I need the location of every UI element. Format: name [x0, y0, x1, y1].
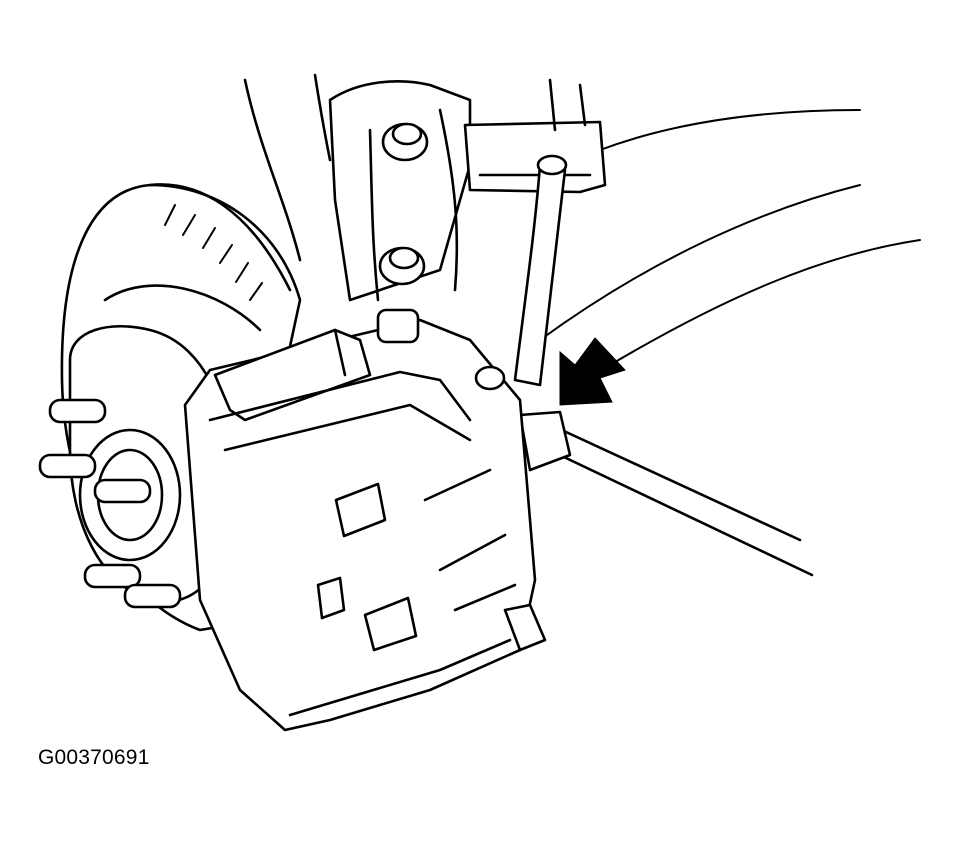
wheel-well-lines [539, 109, 921, 366]
wheel-hub [38, 324, 234, 609]
figure-id-label: G00370691 [38, 746, 150, 769]
steering-knuckle [243, 73, 472, 302]
indicator-arrow [559, 337, 626, 406]
brake-line [518, 410, 814, 577]
brake-hose [513, 154, 568, 387]
brake-caliper [183, 308, 547, 732]
hose-bracket [463, 78, 607, 194]
